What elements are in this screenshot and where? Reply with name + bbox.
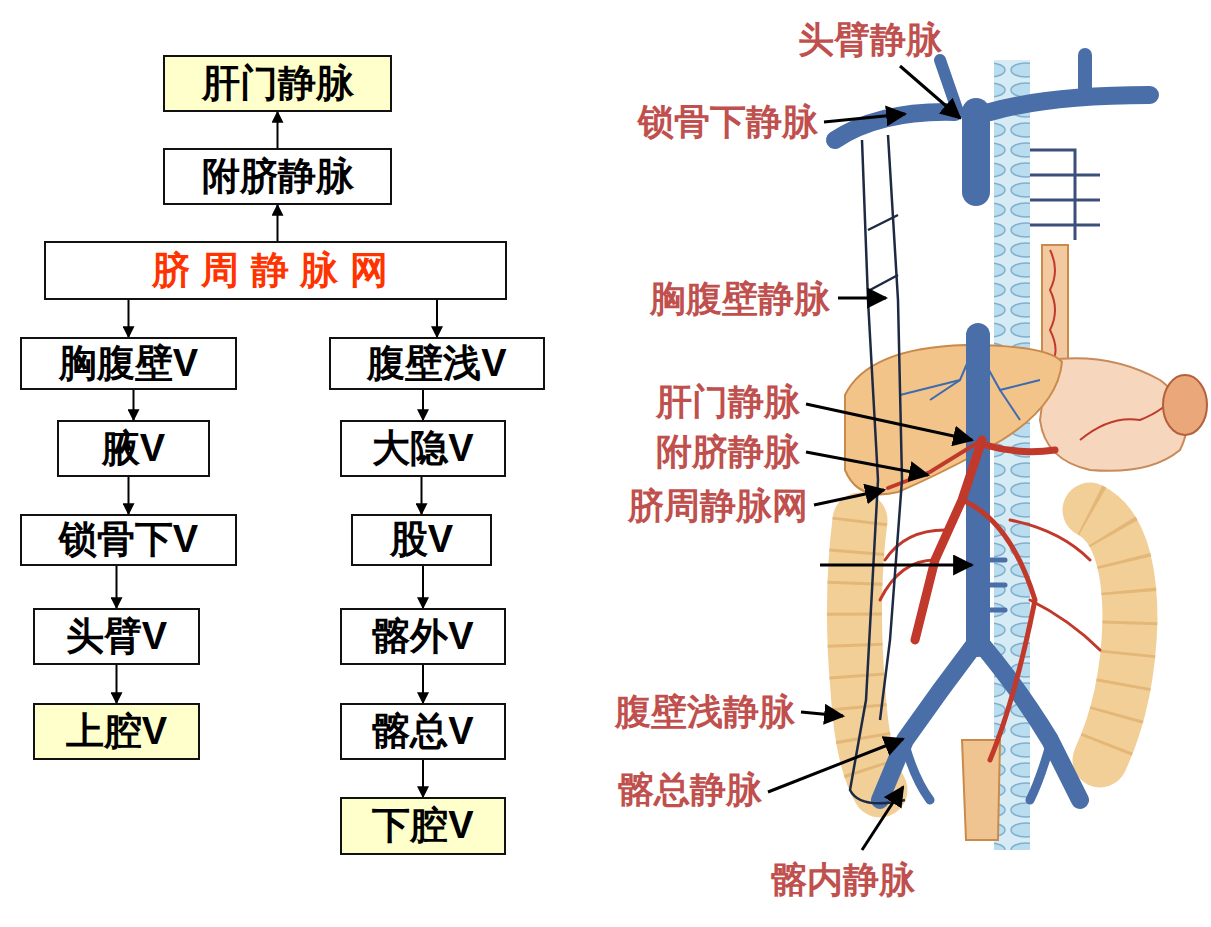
- flow-box: 髂总V: [340, 703, 506, 760]
- anatomy-label: 脐周静脉网: [628, 484, 808, 527]
- box-label: 下腔V: [372, 804, 473, 848]
- flow-arrow: [128, 300, 130, 337]
- anatomy-label: 髂总静脉: [618, 768, 762, 811]
- flow-arrow: [116, 665, 118, 703]
- flow-box: 下腔V: [340, 797, 506, 855]
- flow-box: 锁骨下V: [20, 514, 237, 566]
- box-label: 肝门静脉: [202, 62, 354, 106]
- box-label: 锁骨下V: [59, 518, 198, 562]
- flow-arrow: [277, 112, 279, 148]
- flow-arrow: [436, 300, 438, 337]
- anatomy-label: 锁骨下静脉: [638, 100, 818, 143]
- flow-arrow: [422, 760, 424, 797]
- esophagus: [1042, 245, 1068, 365]
- box-label: 脐周静脉网: [152, 249, 399, 293]
- flow-arrow: [422, 665, 424, 703]
- box-label: 头臂V: [66, 615, 167, 659]
- flow-box: 大隐V: [340, 420, 506, 477]
- anatomy-label: 髂内静脉: [771, 858, 915, 901]
- box-label: 髂总V: [372, 710, 473, 754]
- flow-arrow: [133, 390, 135, 420]
- flow-arrow: [277, 205, 279, 241]
- anatomy-label: 胸腹壁静脉: [650, 277, 830, 320]
- flow-arrow: [128, 477, 130, 514]
- flow-box: 头臂V: [33, 608, 200, 665]
- descending-colon: [1090, 510, 1130, 760]
- flow-box: 胸腹壁V: [20, 337, 237, 390]
- flow-box: 髂外V: [340, 608, 506, 665]
- intercostal-veins: [1030, 150, 1100, 240]
- flow-arrow: [422, 566, 424, 608]
- flow-box: 脐周静脉网: [44, 241, 507, 300]
- flow-box: 腹壁浅V: [329, 337, 545, 390]
- anatomy-label: 肝门静脉: [656, 380, 800, 423]
- box-label: 腹壁浅V: [367, 342, 506, 386]
- flow-box: 股V: [351, 514, 492, 566]
- box-label: 胸腹壁V: [59, 342, 198, 386]
- flow-box: 附脐静脉: [163, 148, 392, 205]
- anatomy-label: 腹壁浅静脉: [615, 690, 795, 733]
- box-label: 髂外V: [372, 615, 473, 659]
- inferior-veins: [880, 335, 1080, 800]
- duodenum: [1163, 375, 1207, 435]
- flow-arrow: [422, 390, 424, 420]
- box-label: 附脐静脉: [202, 155, 354, 199]
- flow-box: 腋V: [57, 420, 210, 477]
- box-label: 腋V: [102, 427, 165, 471]
- box-label: 大隐V: [372, 427, 473, 471]
- superior-veins: [835, 55, 1150, 192]
- anatomy-label: 附脐静脉: [656, 430, 800, 473]
- anatomy-label: 头臂静脉: [798, 18, 942, 61]
- flow-arrow: [116, 566, 118, 608]
- flow-box: 肝门静脉: [163, 55, 392, 112]
- portal-system: [880, 440, 1100, 760]
- flow-arrow: [421, 477, 423, 514]
- box-label: 上腔V: [66, 710, 167, 754]
- box-label: 股V: [390, 518, 453, 562]
- flow-box: 上腔V: [33, 703, 200, 760]
